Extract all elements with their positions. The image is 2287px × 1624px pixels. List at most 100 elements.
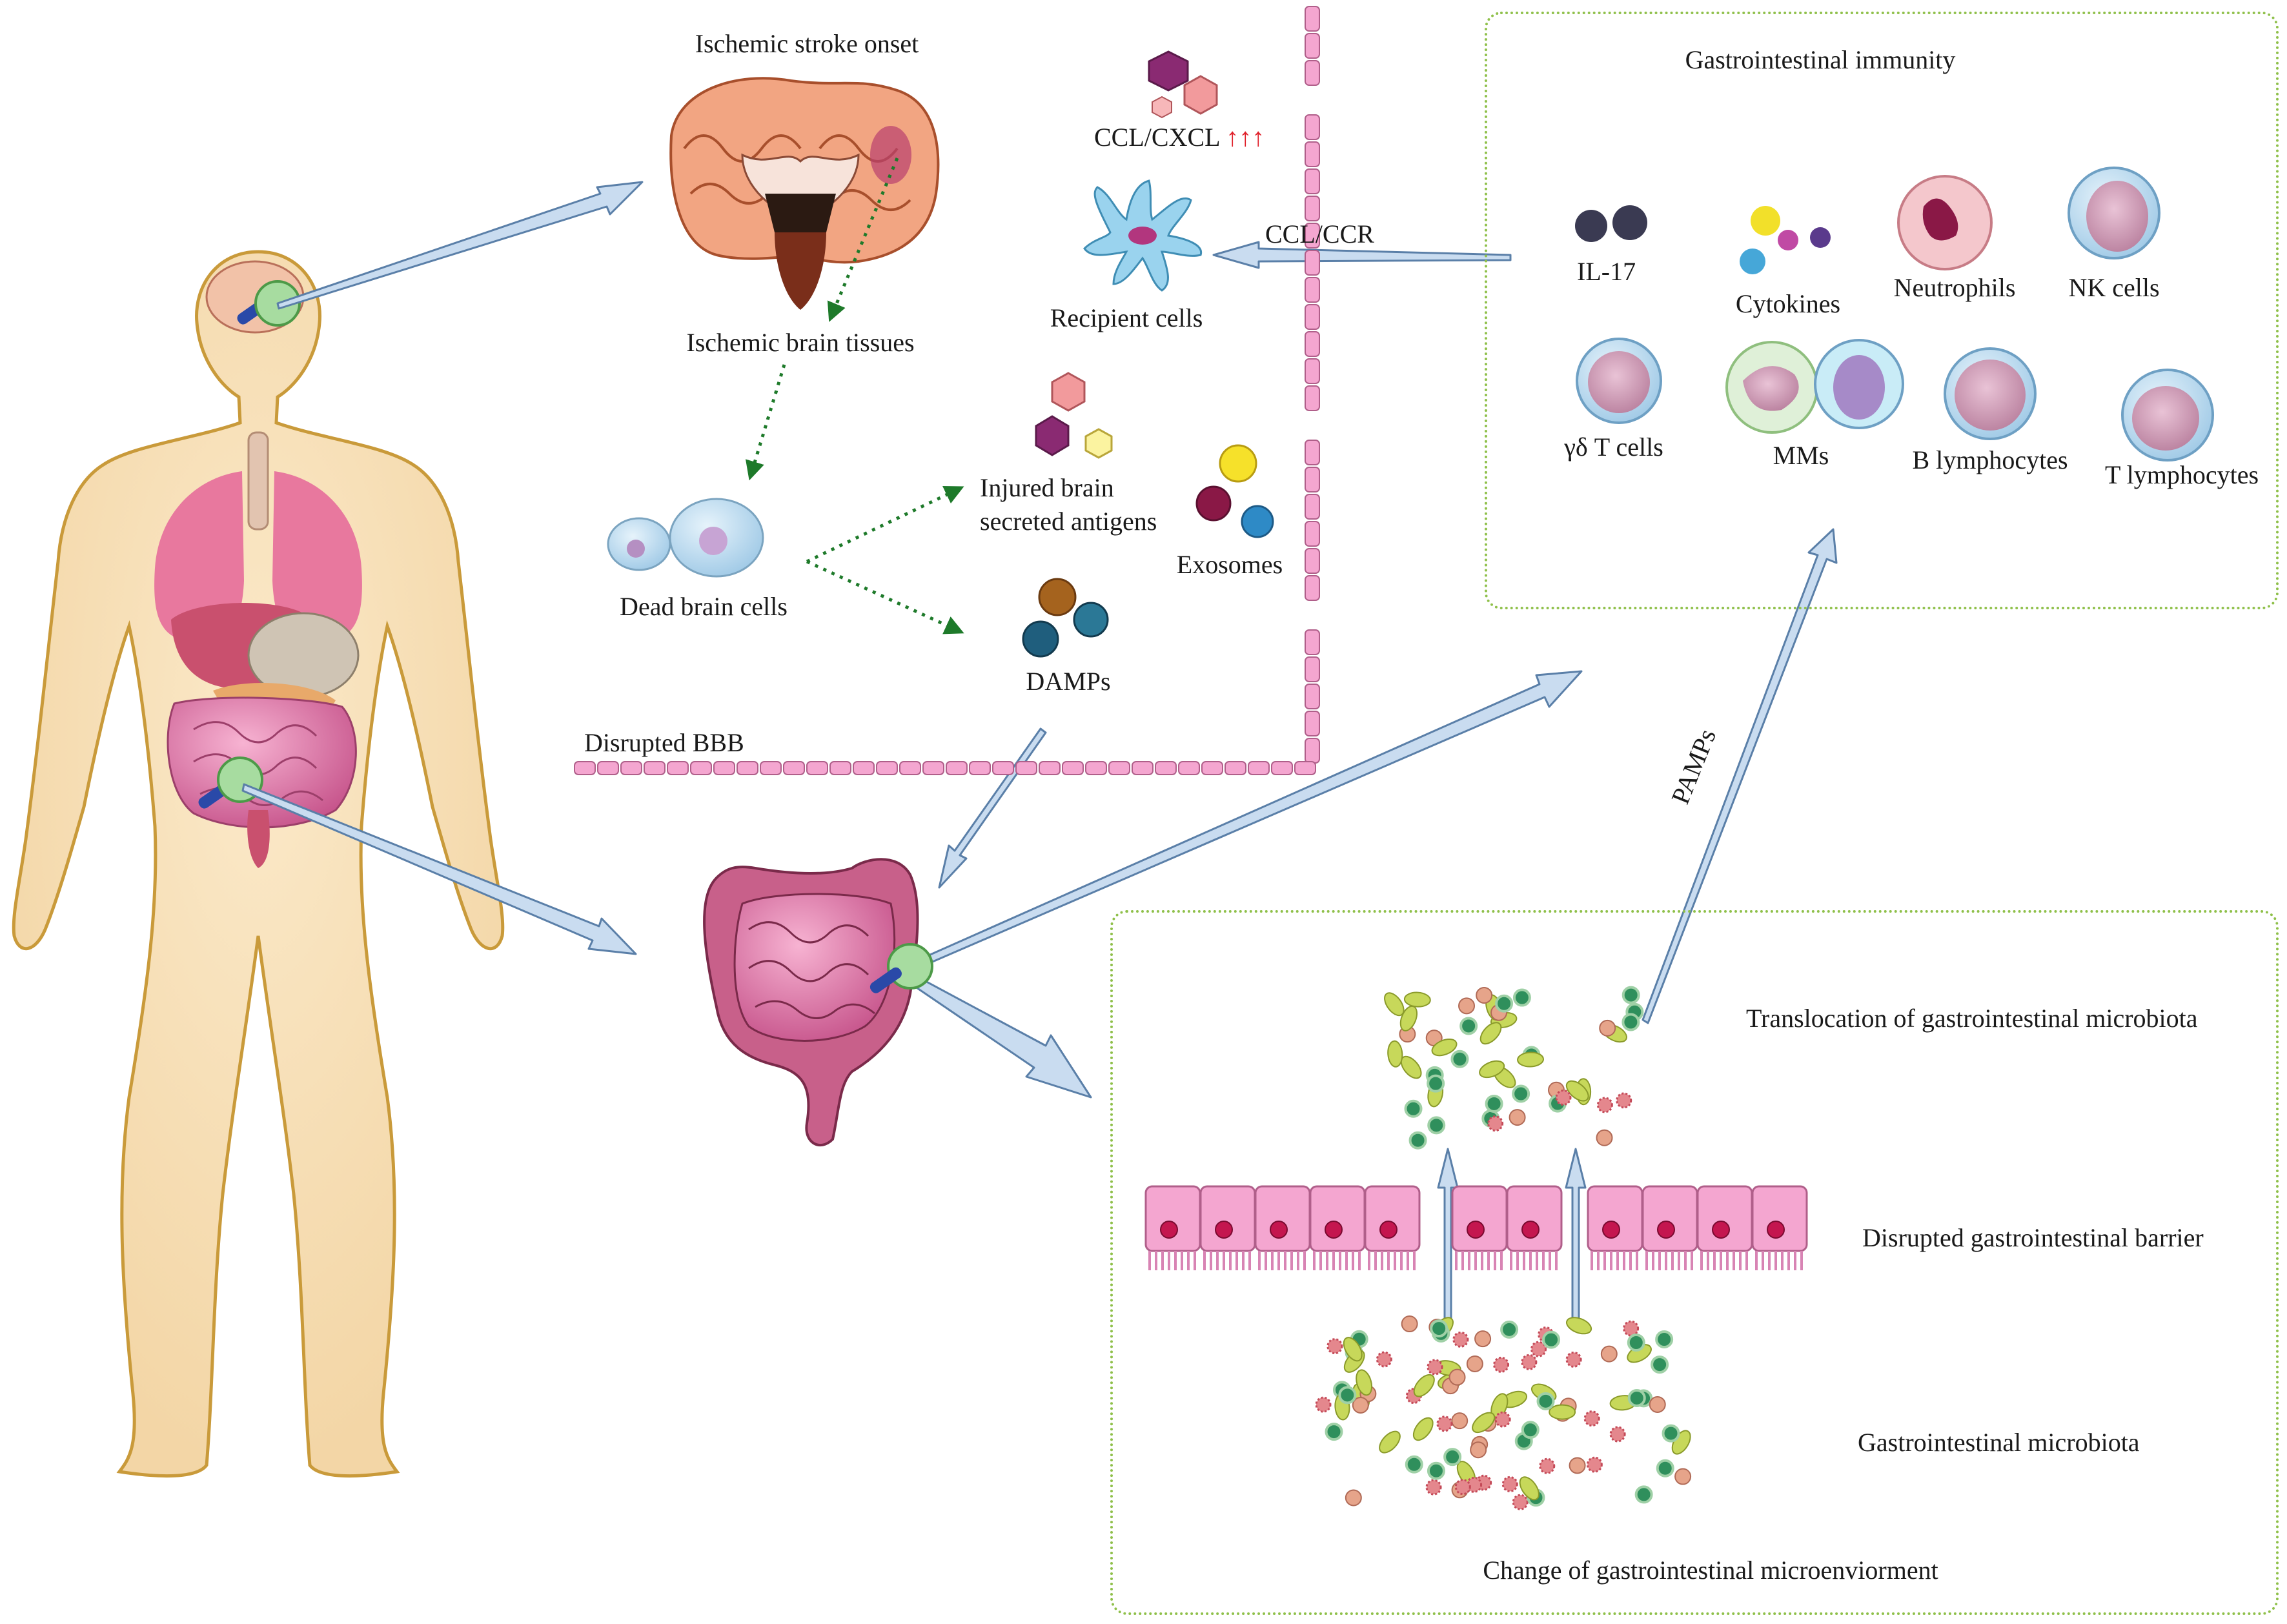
bbb-cell — [1294, 761, 1316, 775]
microbe — [1345, 1489, 1362, 1507]
bbb-cell — [1039, 761, 1061, 775]
microbe — [1517, 1051, 1545, 1068]
nk-cell-icon — [2068, 167, 2160, 259]
bbb-cell — [1305, 223, 1320, 249]
epithelial-nucleus — [1270, 1221, 1288, 1239]
ccl-cxcl-text: CCL/CXCL — [1094, 123, 1220, 152]
microbe — [1500, 1320, 1519, 1339]
cell-label-nk: NK cells — [2068, 273, 2160, 302]
bbb-cell — [667, 761, 689, 775]
chemokine-shapes — [1148, 50, 1218, 119]
ccl-ccr-label: CCL/CCR — [1265, 219, 1374, 249]
disrupted-bbb-label: Disrupted BBB — [584, 728, 744, 757]
blue-block-arrows — [241, 181, 1838, 1325]
bbb-cell — [760, 761, 782, 775]
bbb-cell — [1305, 494, 1320, 520]
microbe — [1343, 1337, 1363, 1362]
bbb-cell — [1305, 711, 1320, 736]
bbb-cell — [829, 761, 851, 775]
microbe — [1459, 1017, 1478, 1035]
bbb-cell — [1305, 467, 1320, 492]
microbe — [1458, 997, 1476, 1015]
bbb-cell — [876, 761, 898, 775]
bbb-cell — [1305, 277, 1320, 303]
bbb-cell — [1305, 114, 1320, 140]
gi-microbiota-cluster — [1315, 1315, 1692, 1510]
epithelial-nucleus — [1379, 1221, 1398, 1239]
gi-barrier-epithelium — [1144, 1185, 1808, 1270]
bbb-cell — [1062, 761, 1084, 775]
epithelial-nucleus — [1160, 1221, 1178, 1239]
bbb-cell — [1305, 331, 1320, 357]
neutrophil-icon — [1897, 175, 1993, 270]
microbe — [1542, 1330, 1561, 1349]
damps-label: DAMPs — [1026, 667, 1111, 696]
epithelial-cell — [1751, 1185, 1808, 1252]
immunity-title: Gastrointestinal immunity — [1685, 45, 1956, 74]
microbe — [1509, 1109, 1526, 1126]
bbb-cell — [806, 761, 828, 775]
bbb-cell — [1305, 6, 1320, 32]
green-flow-arrows — [745, 157, 964, 634]
bbb-cell — [620, 761, 642, 775]
bbb-cell — [1132, 761, 1154, 775]
ccl-cxcl-label: CCL/CXCL ↑↑↑ — [1094, 123, 1265, 152]
microenvironment-label: Change of gastrointestinal microenviorme… — [1483, 1556, 1938, 1585]
microbe — [1379, 1430, 1401, 1454]
epithelial-nucleus — [1712, 1221, 1730, 1239]
microbe — [1454, 1479, 1471, 1496]
bbb-cell — [1305, 656, 1320, 682]
bbb-cell — [1305, 575, 1320, 601]
bbb-cell — [922, 761, 944, 775]
microbe — [1536, 1392, 1555, 1410]
dead-cells-label: Dead brain cells — [620, 592, 788, 621]
upregulation-arrows: ↑↑↑ — [1226, 123, 1265, 152]
bbb-cell — [899, 761, 921, 775]
microbe — [1586, 1456, 1603, 1473]
barrier-label: Disrupted gastrointestinal barrier — [1862, 1223, 2204, 1252]
microbe — [1656, 1459, 1674, 1477]
injured-antigens-label-1: Injured brain — [980, 473, 1114, 502]
microbe — [1352, 1396, 1369, 1414]
gi-immunity-panel — [1485, 12, 2279, 609]
human-body-figure — [12, 250, 505, 1478]
cell-label-neutrophils: Neutrophils — [1893, 273, 2016, 302]
microbe — [1600, 1345, 1618, 1363]
t-lymphocyte-icon — [2121, 369, 2214, 462]
bbb-cell — [1305, 60, 1320, 86]
stroke-onset-label: Ischemic stroke onset — [695, 29, 919, 58]
epithelial-nucleus — [1325, 1221, 1343, 1239]
bbb-cell-wall — [574, 6, 1320, 775]
microbe — [1494, 1411, 1511, 1428]
bbb-cell — [1178, 761, 1200, 775]
damps-spheres — [1022, 578, 1109, 658]
bbb-cell — [1155, 761, 1177, 775]
microbe — [1443, 1448, 1462, 1467]
microbe — [1512, 988, 1531, 1007]
microbe — [1623, 1320, 1640, 1337]
microbe — [1430, 1319, 1448, 1338]
gd-t-cell-icon — [1576, 338, 1662, 424]
bbb-cell — [969, 761, 991, 775]
microbe — [1427, 1074, 1445, 1093]
bbb-cell — [1248, 761, 1270, 775]
bbb-cell — [1305, 33, 1320, 59]
microbe — [1326, 1338, 1343, 1355]
microbe — [1565, 1351, 1582, 1368]
bbb-cell — [1305, 521, 1320, 547]
microbe — [1403, 991, 1431, 1008]
translocation-label: Translocation of gastrointestinal microb… — [1746, 1004, 2198, 1033]
ischemic-tissues-label: Ischemic brain tissues — [686, 328, 915, 357]
epithelial-nucleus — [1215, 1221, 1233, 1239]
microbe — [1452, 1331, 1469, 1348]
microbe — [1413, 1374, 1435, 1397]
microbe — [1448, 1368, 1466, 1386]
microbe — [1495, 994, 1514, 1013]
microbe — [1479, 1022, 1502, 1045]
microbe — [1512, 1084, 1530, 1103]
microbe — [1621, 1013, 1640, 1031]
microbe — [1651, 1355, 1669, 1374]
bbb-cell — [1305, 358, 1320, 384]
cell-label-b-lymph: B lymphocytes — [1912, 445, 2068, 474]
